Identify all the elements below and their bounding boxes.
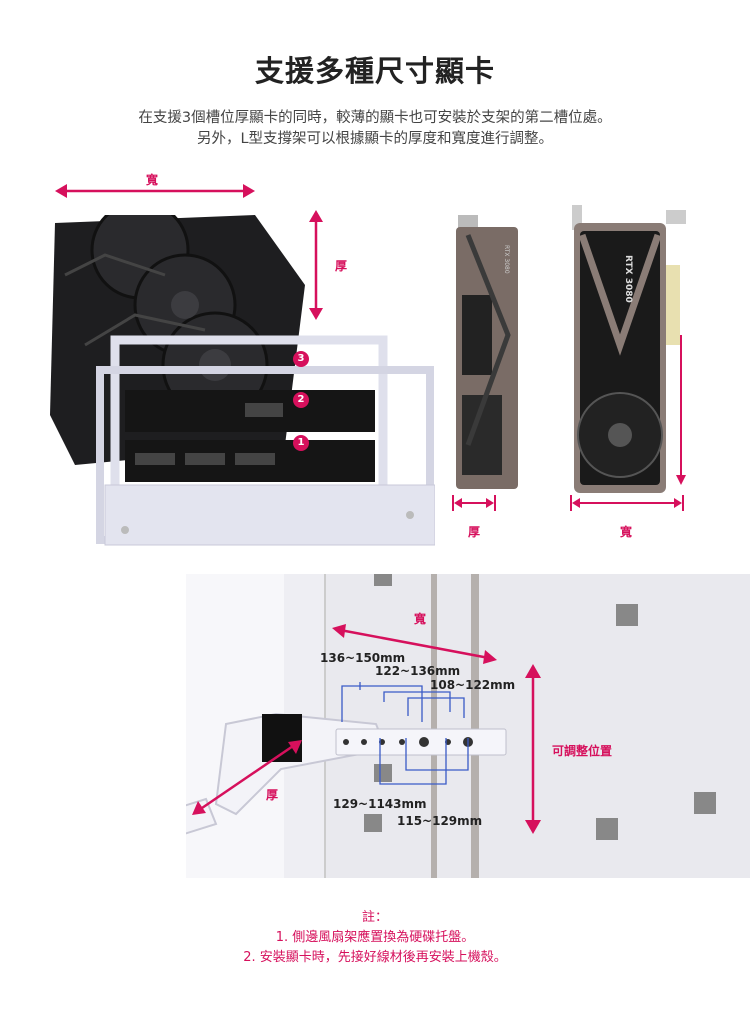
top-thickness-label: 厚 (335, 259, 348, 273)
width-range-2: 122~136mm (375, 664, 461, 678)
adjust-position-label: 可調整位置 (552, 744, 613, 758)
gpu-front-view-photo: RTX 3080 (572, 205, 686, 493)
side-card-thickness-label: 厚 (468, 525, 481, 539)
front-card-width-arrow (570, 495, 684, 511)
top-width-arrow (55, 184, 255, 198)
width-range-brackets (341, 682, 465, 722)
intro-line-2: 另外，L型支撐架可以根據顯卡的厚度和寬度進行調整。 (196, 131, 554, 147)
side-card-text: RTX 3080 (503, 245, 510, 274)
slot-badge-2: 2 (293, 392, 309, 408)
front-card-text: RTX 3080 (623, 255, 633, 303)
top-width-label: 寬 (146, 173, 159, 187)
lower-width-label: 寬 (414, 612, 427, 626)
adjust-position-arrow (525, 664, 541, 834)
thickness-range-1: 129~1143mm (333, 797, 427, 811)
note-item-1: 1. 側邊風扇架應置換為硬碟托盤。 (275, 930, 475, 945)
note-item-2: 2. 安裝顯卡時，先接好線材後再安裝上機殼。 (243, 950, 507, 965)
width-range-3: 108~122mm (430, 678, 516, 692)
notes-heading: 註： (361, 910, 388, 925)
slot-badge-1: 1 (293, 435, 309, 451)
gpu-side-view-photo: RTX 3080 (456, 215, 518, 489)
side-card-thickness-arrow (452, 495, 496, 511)
gpu-with-bracket-photo (50, 215, 435, 546)
thickness-range-2: 115~129mm (397, 814, 483, 828)
top-thickness-arrow (309, 210, 323, 320)
front-card-height-arrow (676, 335, 686, 485)
lower-width-arrow (332, 624, 497, 664)
bracket-adjustment-photo (186, 574, 750, 878)
bracket-scene-drawing (186, 574, 716, 878)
page-title: 支援多種尺寸顯卡 (254, 54, 495, 88)
thickness-range-brackets (379, 738, 469, 785)
slot-badge-3: 3 (293, 351, 309, 367)
lower-thickness-arrow (192, 740, 302, 815)
width-range-1: 136~150mm (320, 651, 406, 665)
top-figure: 寬 厚 3 2 1 (0, 165, 750, 555)
front-card-width-label: 寬 (620, 525, 633, 539)
intro-line-1: 在支援3個槽位厚顯卡的同時，較薄的顯卡也可安裝於支架的第二槽位處。 (138, 110, 612, 126)
lower-thickness-label: 厚 (266, 788, 279, 802)
